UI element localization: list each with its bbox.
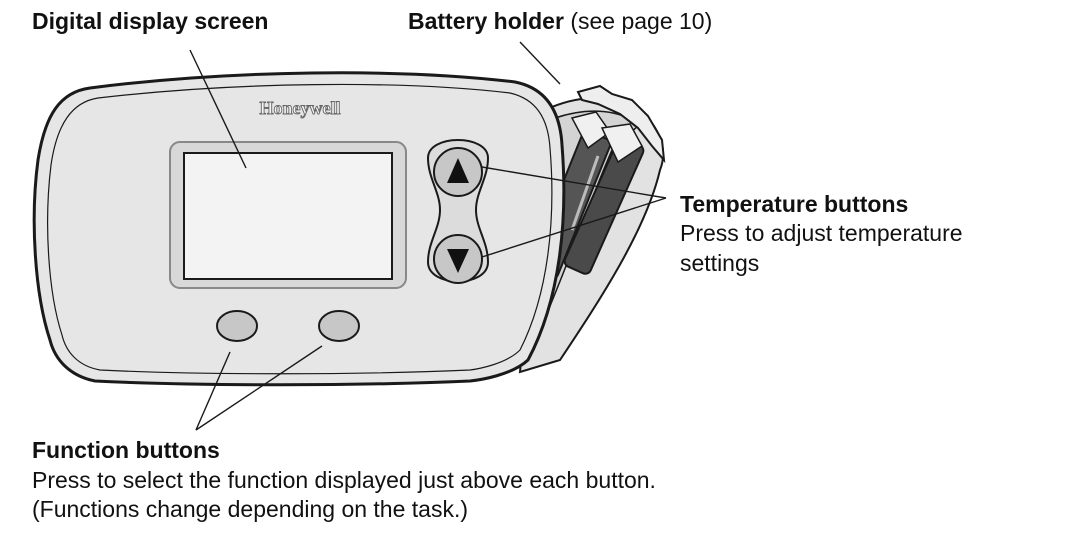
battery-cover-clip xyxy=(576,84,666,164)
temperature-buttons-desc-line2: settings xyxy=(680,250,760,276)
leader-line-temp-down xyxy=(481,197,667,258)
function-button-left[interactable] xyxy=(216,310,258,342)
triangle-up-icon xyxy=(447,158,469,183)
leader-line-function-right xyxy=(195,345,323,431)
thermostat-body: Honeywell xyxy=(32,71,566,387)
function-buttons-desc-line1: Press to select the function displayed j… xyxy=(32,467,656,493)
leader-line-function-left xyxy=(195,351,231,431)
leader-line-display xyxy=(189,49,247,169)
function-buttons-desc-line2: (Functions change depending on the task.… xyxy=(32,496,469,522)
temperature-buttons-desc-line1: Press to adjust temperature xyxy=(680,220,963,246)
function-button-right[interactable] xyxy=(318,310,360,342)
leader-lines xyxy=(189,41,667,431)
leader-line-temp-up xyxy=(481,166,667,199)
digital-display-screen xyxy=(183,152,393,280)
triangle-down-icon xyxy=(447,249,469,273)
battery-holder-label: Battery holder (see page 10) xyxy=(408,7,712,36)
battery-holder-note: (see page 10) xyxy=(570,8,713,34)
battery-holder-title: Battery holder xyxy=(408,8,564,34)
function-buttons-title: Function buttons xyxy=(32,437,220,463)
temperature-buttons-title: Temperature buttons xyxy=(680,191,909,217)
display-screen-label: Digital display screen xyxy=(32,8,269,34)
brand-logo: Honeywell xyxy=(260,98,341,118)
leader-line-battery xyxy=(519,41,561,85)
